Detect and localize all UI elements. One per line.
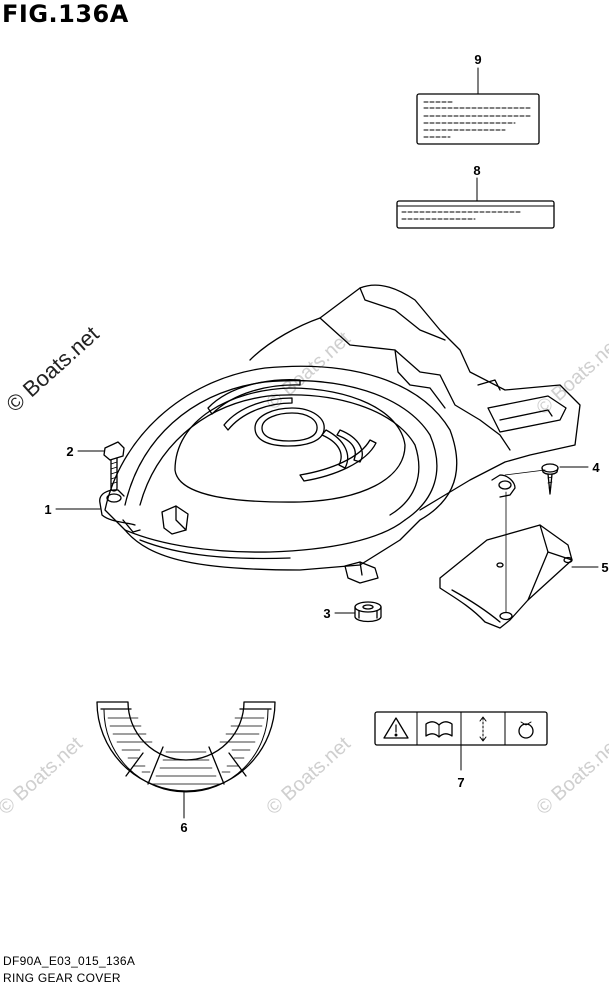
semicircle-decal-6 xyxy=(96,701,276,793)
warning-decal-7 xyxy=(374,711,548,746)
bolt-2 xyxy=(103,441,125,492)
callout-6: 6 xyxy=(180,820,187,835)
callout-1: 1 xyxy=(44,502,51,517)
figure-caption: RING GEAR COVER xyxy=(3,971,121,985)
callout-7: 7 xyxy=(457,775,464,790)
grommet-3 xyxy=(354,601,382,623)
screw-4 xyxy=(541,463,559,495)
bracket-plate-5 xyxy=(439,524,573,629)
figure-title: FIG.136A xyxy=(2,0,129,28)
label-decal-9 xyxy=(416,93,540,145)
ring-gear-cover xyxy=(99,284,581,584)
callout-9: 9 xyxy=(474,52,481,67)
callout-8: 8 xyxy=(473,163,480,178)
callout-4: 4 xyxy=(592,460,600,475)
callout-3: 3 xyxy=(323,606,330,621)
callout-5: 5 xyxy=(601,560,608,575)
label-decal-8 xyxy=(396,200,555,229)
figure-code: DF90A_E03_015_136A xyxy=(3,954,136,968)
callout-2: 2 xyxy=(66,444,73,459)
